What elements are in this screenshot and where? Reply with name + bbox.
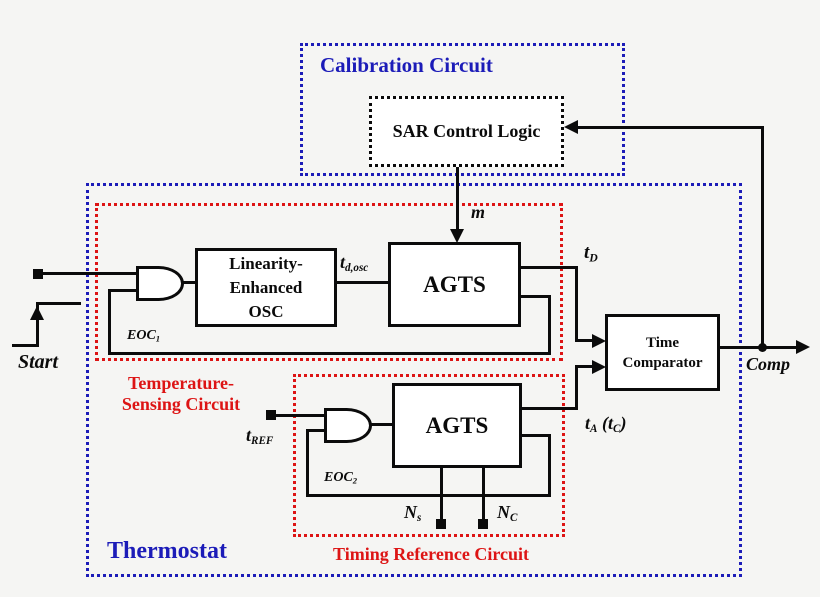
wire-eoc2-in [306, 429, 327, 432]
wire-eoc1-bottom [108, 352, 551, 355]
wire-ta-h1 [514, 407, 578, 410]
wire-eoc1-in [108, 289, 139, 292]
wire-gate1-to-osc [180, 281, 198, 284]
wire-td-h2 [575, 339, 596, 342]
ns-terminal [436, 519, 446, 529]
comp-label: Comp [746, 354, 791, 374]
eoc2-label: EOC2 [324, 470, 358, 486]
ta-tc-label: tA (tC) [585, 413, 627, 436]
osc-block: Linearity- Enhanced OSC [195, 248, 337, 327]
wire-eoc2-out [514, 434, 551, 437]
thermostat-box [86, 183, 742, 577]
time-comparator-label-line2: Comparator [622, 354, 703, 371]
wire-td-v [575, 266, 578, 342]
time-comparator-block: Time Comparator [605, 314, 720, 391]
and-gate-2 [324, 408, 372, 443]
sar-control-logic-block: SAR Control Logic [369, 96, 564, 167]
timing-reference-box [293, 374, 565, 537]
sar-input-arrow [564, 120, 578, 134]
start-edge-arrow [30, 306, 44, 320]
wire-eoc2-left [306, 430, 309, 497]
and-gate-1 [136, 266, 184, 301]
agts2-label: AGTS [425, 412, 489, 438]
wire-eoc2-bottom [306, 494, 551, 497]
temperature-sensing-title-line1: Temperature- [128, 373, 234, 393]
eoc1-label: EOC1 [127, 328, 161, 344]
wire-start-step-low [12, 344, 39, 347]
td-label: tD [584, 242, 598, 265]
sar-control-logic-label: SAR Control Logic [392, 121, 541, 141]
tref-label: tREF [246, 425, 274, 448]
comp-output-arrow [796, 340, 810, 354]
agts2-block: AGTS [392, 383, 522, 468]
timing-reference-title: Timing Reference Circuit [333, 544, 529, 564]
wire-ta-h2 [575, 365, 596, 368]
td-input-arrow [592, 334, 606, 348]
wire-comp-feedback-v [761, 126, 764, 349]
wire-start-step-edge [36, 303, 39, 347]
ns-label: Ns [404, 502, 422, 525]
osc-label-line2: Enhanced [229, 277, 303, 297]
nc-terminal [478, 519, 488, 529]
comp-junction-dot [758, 343, 767, 352]
time-comparator-label-line1: Time [645, 334, 680, 351]
start-terminal [33, 269, 43, 279]
ta-input-arrow [592, 360, 606, 374]
tref-terminal [266, 410, 276, 420]
wire-td-h1 [512, 266, 578, 269]
start-label: Start [18, 351, 59, 373]
wire-eoc1-left [108, 290, 111, 355]
wire-nc [482, 460, 485, 521]
nc-label: NC [497, 502, 518, 525]
osc-label-line1: Linearity- [229, 253, 303, 273]
wire-comp-feedback-h [572, 126, 764, 129]
wire-sar-to-agts1 [456, 166, 459, 233]
temperature-sensing-title-line2: Sensing Circuit [121, 394, 241, 414]
wire-eoc1-out [512, 295, 551, 298]
m-label: m [471, 202, 486, 222]
osc-label-line3: OSC [248, 301, 284, 321]
agts1-label: AGTS [423, 271, 486, 297]
calibration-circuit-title: Calibration Circuit [320, 53, 493, 77]
td-osc-label: td,osc [340, 252, 369, 275]
agts1-block: AGTS [388, 242, 521, 327]
wire-eoc1-right [548, 295, 551, 355]
thermostat-title: Thermostat [107, 538, 227, 564]
wire-ns [440, 460, 443, 521]
wire-osc-to-agts1 [334, 281, 392, 284]
wire-gate2-to-agts2 [369, 423, 396, 426]
wire-start [42, 272, 139, 275]
wire-eoc2-right [548, 434, 551, 497]
m-arrow [450, 229, 464, 243]
temperature-sensing-title: Temperature- Sensing Circuit [100, 373, 262, 415]
wire-start-step-high [36, 302, 81, 305]
wire-ta-v [575, 365, 578, 410]
calibration-circuit-box [300, 43, 625, 176]
wire-tref [274, 414, 327, 417]
temperature-sensing-box [95, 203, 563, 361]
